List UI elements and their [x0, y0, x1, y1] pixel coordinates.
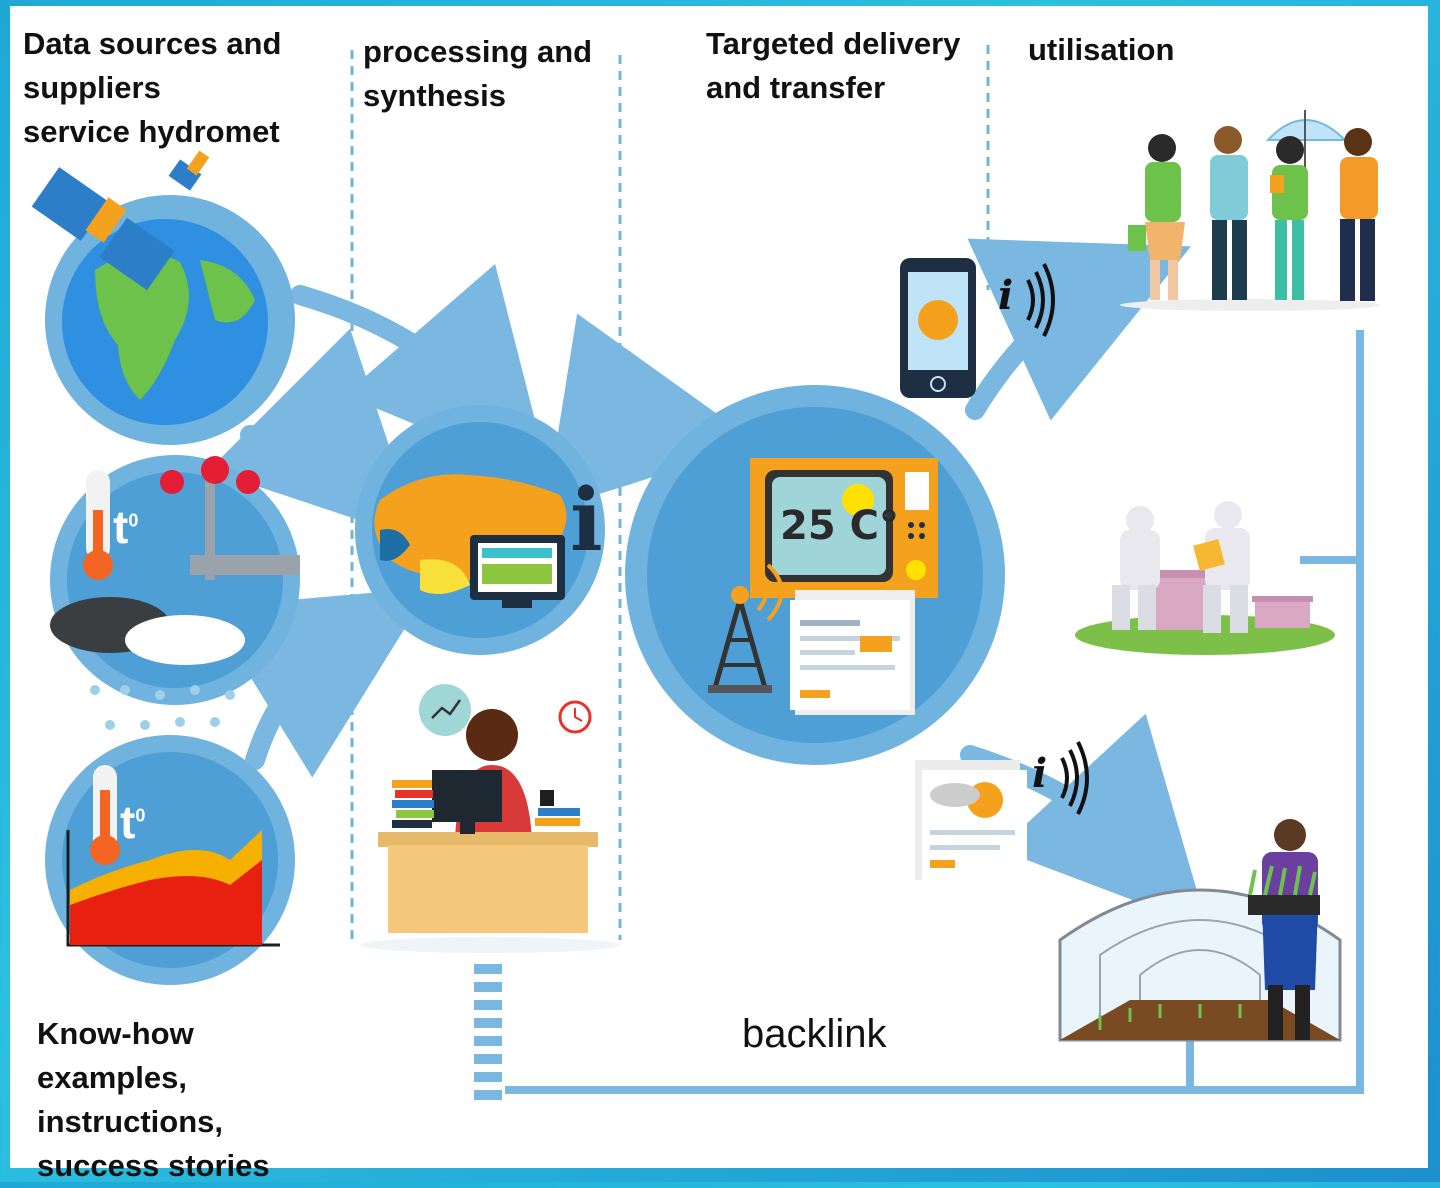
processing-map-icon	[355, 405, 605, 655]
people-group-icon	[1120, 110, 1380, 311]
analyst-desk-icon	[360, 684, 620, 953]
column-title-sources: Data sources and suppliers service hydro…	[23, 26, 282, 149]
column-title-utilisation: utilisation	[1028, 32, 1175, 67]
thermometer-letter: t	[113, 501, 129, 553]
signal-waves	[1026, 263, 1089, 815]
knowhow-label: Know-how examples, instructions, success…	[37, 1016, 270, 1183]
broadcast-hub-icon	[625, 385, 1005, 765]
signal-info-2: i	[1032, 750, 1048, 797]
globe-satellite-icon	[31, 150, 295, 445]
info-letter: i	[570, 470, 603, 571]
signal-info-1: i	[998, 272, 1014, 319]
weather-station-icon	[50, 455, 300, 730]
column-title-processing: processing and synthesis	[363, 34, 593, 113]
thermometer-label-2: t0	[120, 795, 145, 849]
smartphone-icon	[900, 258, 976, 398]
forecast-document-icon	[915, 760, 1027, 880]
thermometer-degree-2: 0	[135, 805, 146, 826]
thermometer-degree: 0	[128, 510, 139, 531]
beekeepers-icon	[1075, 501, 1335, 655]
temperature-display: 25 C°	[780, 503, 899, 549]
thermometer-label: t0	[113, 500, 138, 554]
climate-chart-icon	[45, 735, 295, 985]
greenhouse-farmer-icon	[1058, 819, 1342, 1042]
thermometer-letter-2: t	[120, 796, 136, 848]
column-title-delivery: Targeted delivery and transfer	[706, 26, 961, 105]
backlink-label: backlink	[742, 1012, 887, 1056]
flow-arrows	[207, 238, 1208, 929]
